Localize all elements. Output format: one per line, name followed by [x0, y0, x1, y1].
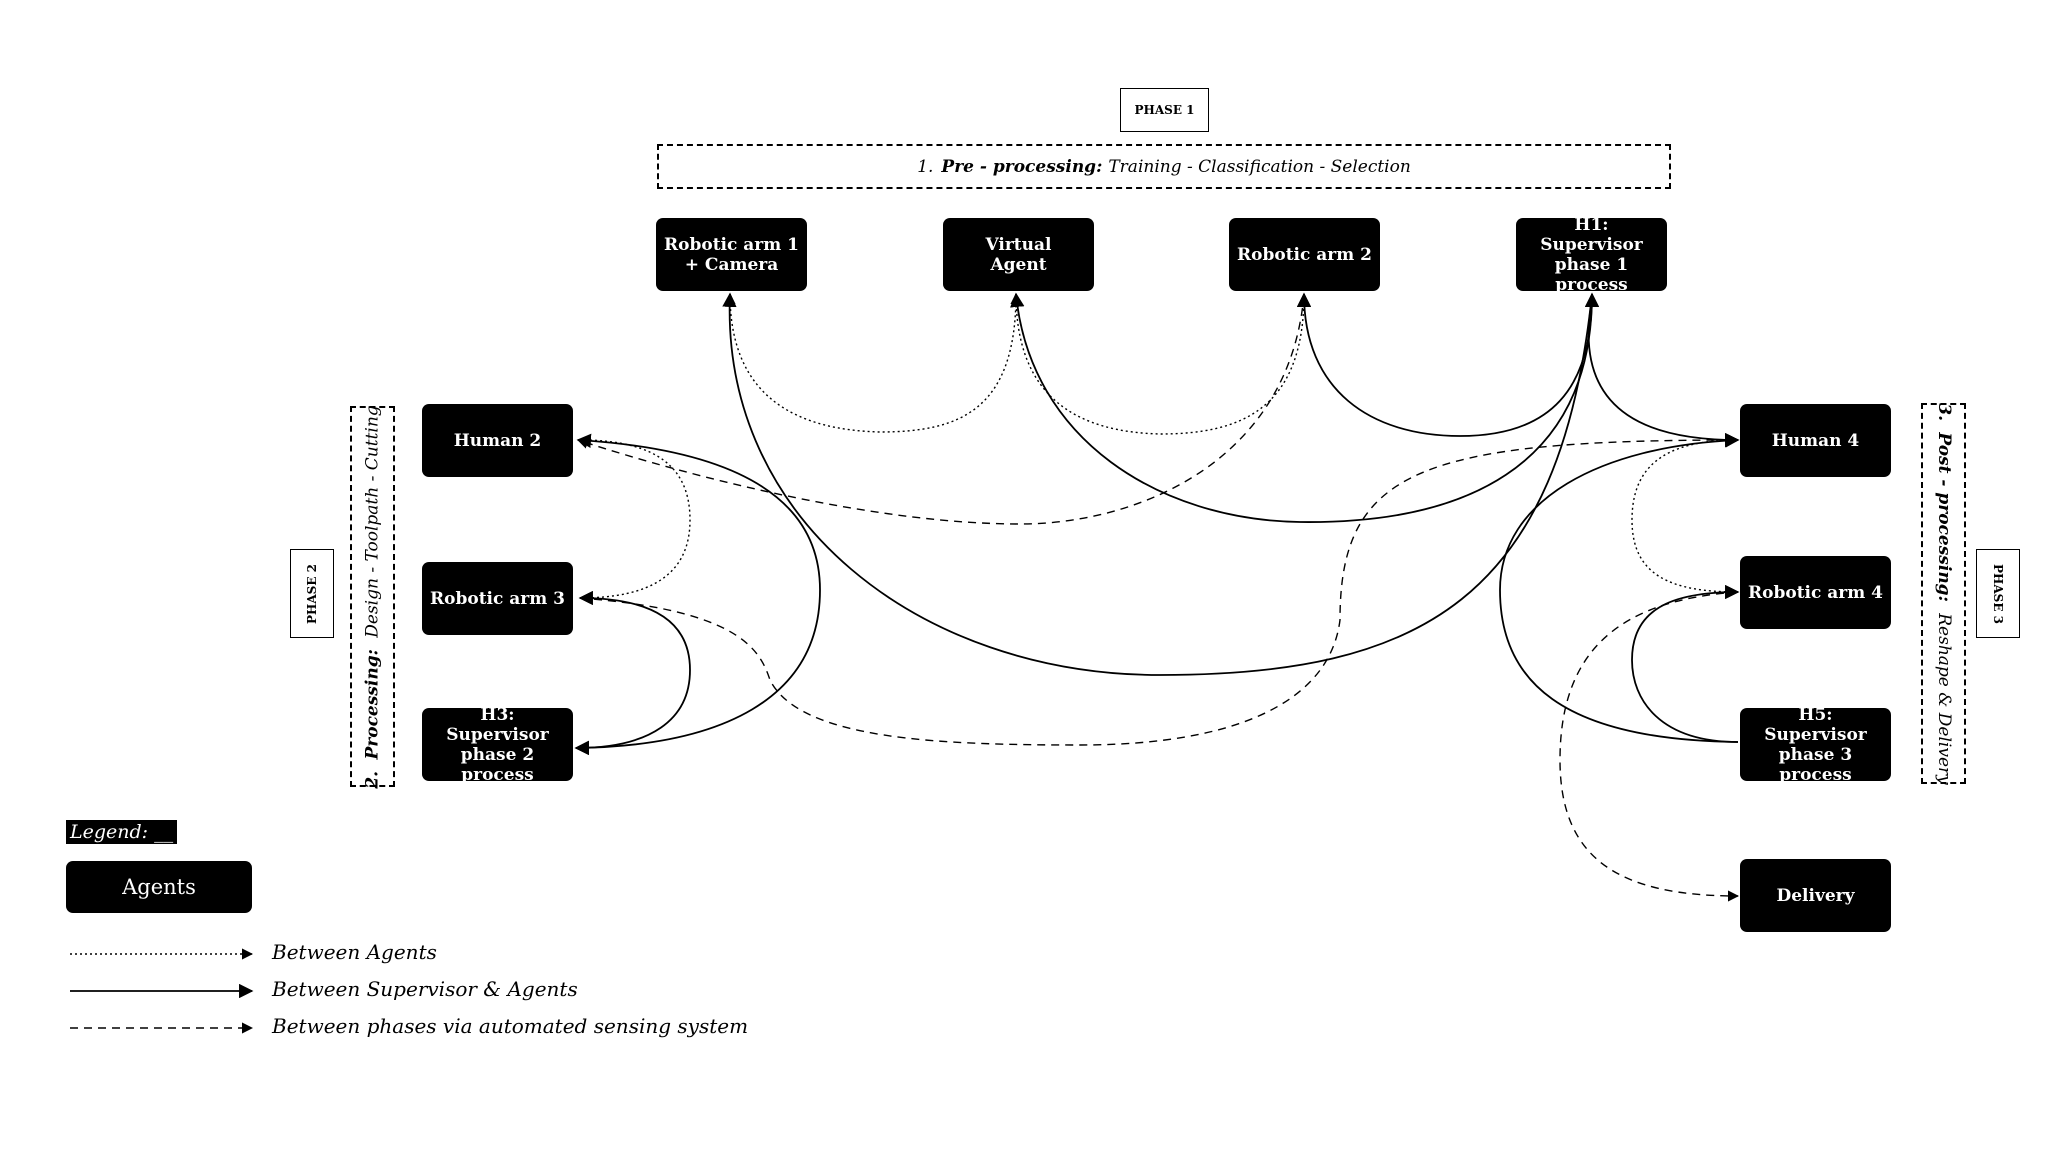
legend-label-dashed: Between phases via automated sensing sys… [272, 1014, 749, 1038]
link-h2-ra3-dotted [578, 434, 691, 604]
link-ra2-h2-dashed [576, 293, 1305, 525]
phase-3-title: Post - processing: [1933, 431, 1954, 602]
phase-2-tag: PHASE 2 [290, 549, 334, 638]
agent-robotic-arm-4: Robotic arm 4 [1740, 556, 1891, 629]
link-h1-va-solid [1010, 292, 1593, 523]
phase-2-box: 2. Processing: Design - Toolpath - Cutti… [350, 404, 395, 789]
agent-h5-supervisor: H5: Supervisor phase 3 process [1740, 705, 1891, 785]
agent-robotic-arm-1: Robotic arm 1 + Camera [656, 218, 807, 291]
link-h5-ra4-solid [1631, 584, 1740, 743]
phase-2-title: Processing: [362, 648, 383, 760]
link-h1-h4-solid [1587, 299, 1740, 448]
phase-1-tag: PHASE 1 [1120, 88, 1209, 132]
phase-1-box: 1. Pre - processing: Training - Classifi… [657, 144, 1671, 189]
agent-robotic-arm-2: Robotic arm 2 [1229, 218, 1380, 291]
phase-3-number: 3. [1933, 402, 1954, 421]
phase-1-number: 1. [917, 156, 934, 177]
link-va-ra2-dotted [1015, 292, 1310, 435]
agent-robotic-arm-3: Robotic arm 3 [422, 562, 573, 635]
phase-1-steps: Training - Classification - Selection [1108, 156, 1411, 177]
link-h1-ra2-solid [1296, 292, 1600, 437]
phase-3-steps: Reshape & Delivery [1933, 612, 1954, 785]
link-ra4-delivery-dashed [1559, 591, 1740, 902]
link-ra3-h4-dashed [579, 434, 1740, 746]
agent-human-4: Human 4 [1740, 404, 1891, 477]
phase-3-box: 3. Post - processing: Reshape & Delivery [1921, 403, 1966, 784]
legend-title: Legend: __ [66, 820, 178, 844]
link-h3-h2-solid [574, 433, 821, 756]
phase-1-title: Pre - processing: [941, 156, 1103, 177]
phase-3-tag: PHASE 3 [1976, 549, 2020, 638]
agent-virtual-agent: Virtual Agent [943, 218, 1094, 291]
link-h1-ra1-solid [722, 292, 1593, 676]
link-h5-h4-solid [1499, 433, 1740, 743]
link-h4-ra4-dotted [1631, 434, 1740, 598]
link-ra1-va-dotted [724, 292, 1022, 433]
agent-delivery: Delivery [1740, 859, 1891, 932]
agent-h1-supervisor: H1: Supervisor phase 1 process [1516, 215, 1667, 295]
agent-h3-supervisor: H3: Supervisor phase 2 process [422, 705, 573, 785]
phase-2-steps: Design - Toolpath - Cutting [362, 404, 383, 638]
legend-agents-swatch: Agents [66, 861, 252, 913]
agent-human-2: Human 2 [422, 404, 573, 477]
link-h3-ra3-solid [574, 590, 691, 756]
legend-label-solid: Between Supervisor & Agents [272, 977, 578, 1001]
legend-label-dotted: Between Agents [272, 940, 437, 964]
phase-2-number: 2. [362, 770, 383, 789]
